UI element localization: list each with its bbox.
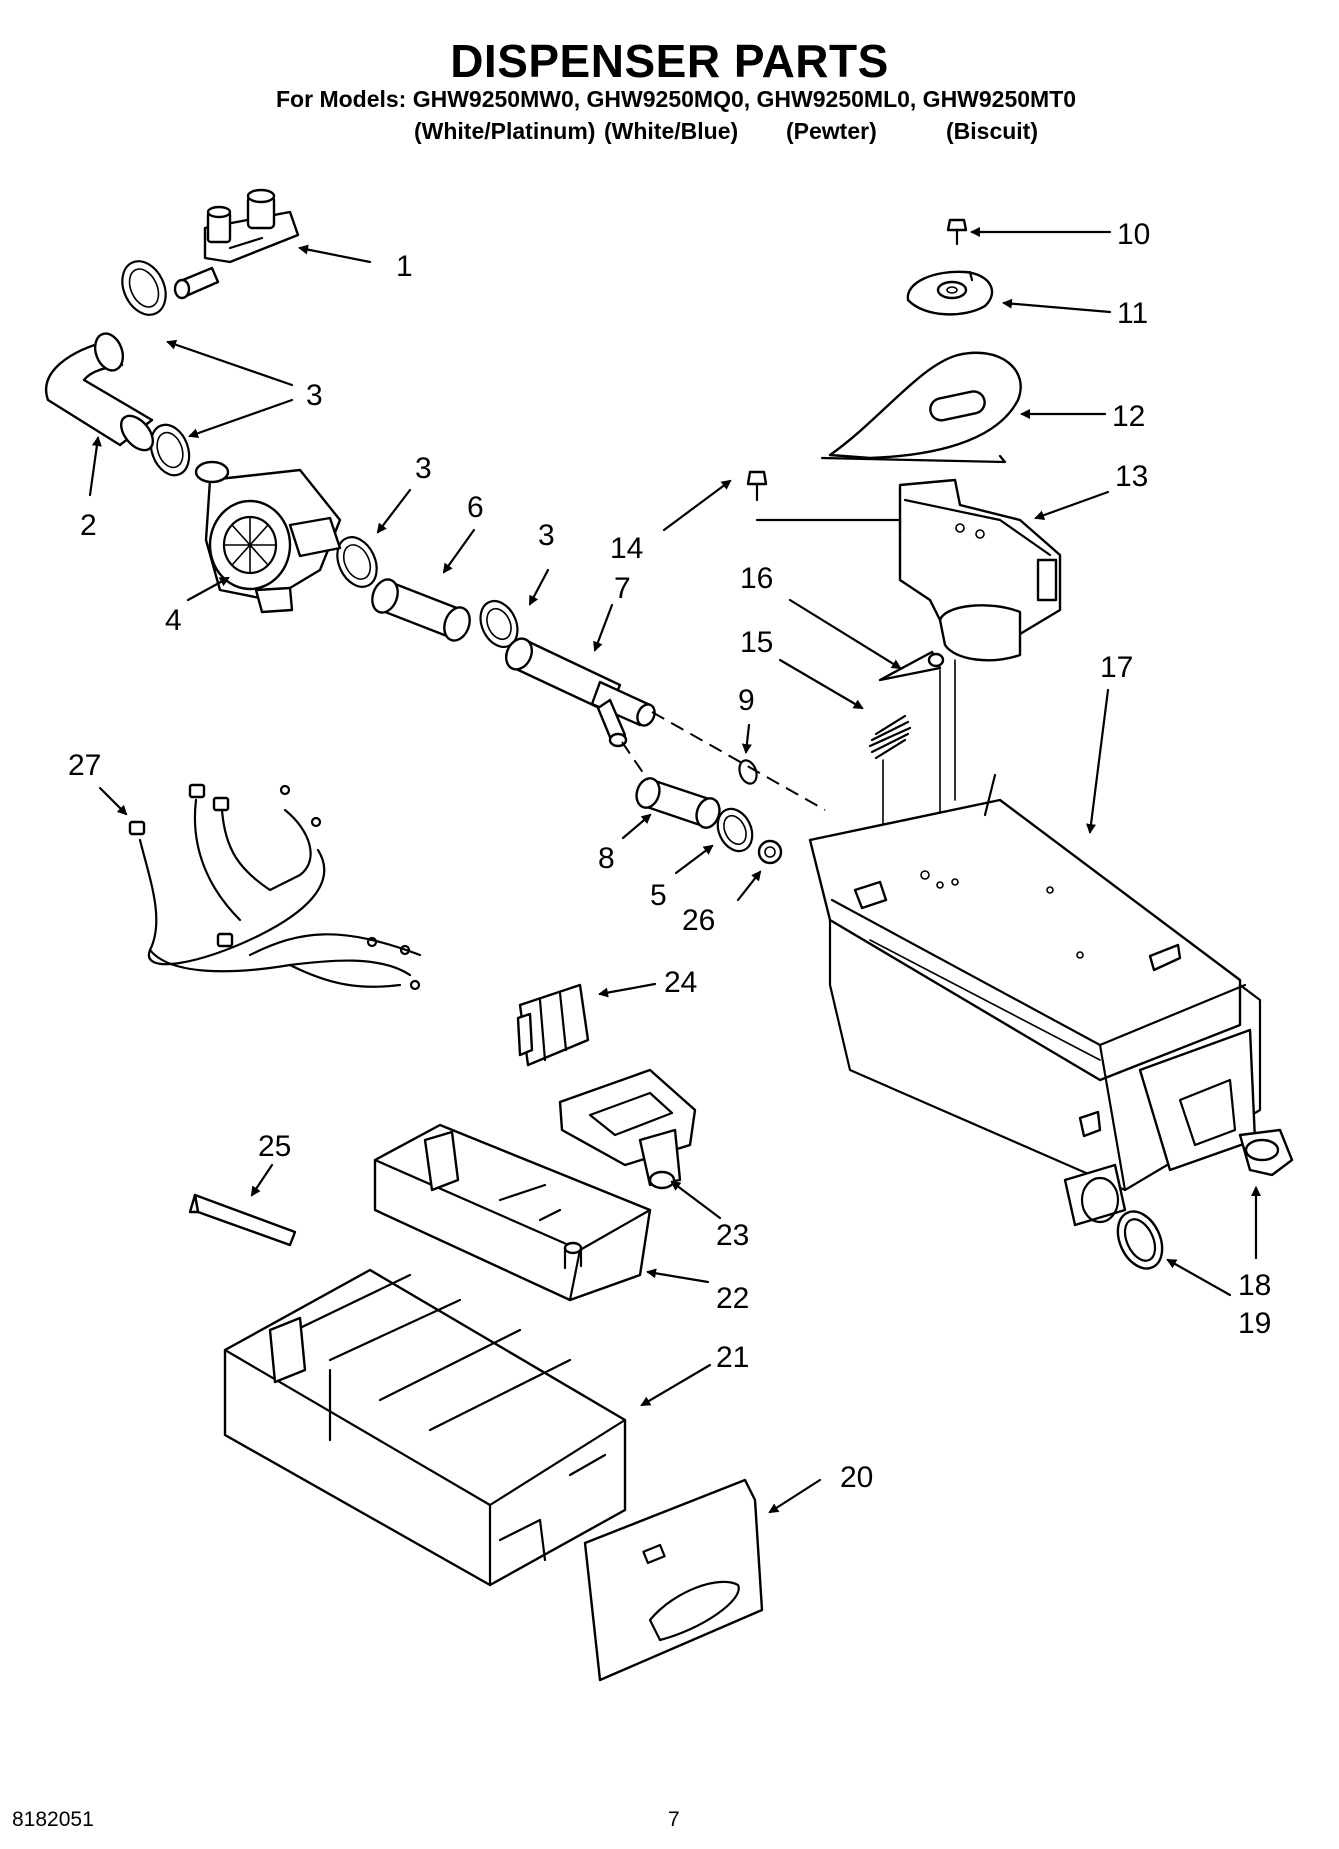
callout-5: 5 xyxy=(650,879,667,912)
callout-1: 1 xyxy=(396,250,413,283)
callout-2: 2 xyxy=(80,509,97,542)
models-line: For Models: GHW9250MW0, GHW9250MQ0, GHW9… xyxy=(276,86,1077,112)
page-title: DISPENSER PARTS xyxy=(450,35,889,87)
chute-part-23 xyxy=(558,1068,697,1190)
callout-15: 15 xyxy=(740,626,773,659)
pump-part-4 xyxy=(194,460,342,614)
spring-part-15 xyxy=(868,714,912,760)
inlet-hose-part-2 xyxy=(45,332,155,452)
front-panel-part-20 xyxy=(583,1478,764,1682)
screw-part-10 xyxy=(946,218,968,246)
lever-part-16 xyxy=(878,650,945,682)
callout-25: 25 xyxy=(258,1130,291,1163)
callout-6: 6 xyxy=(467,491,484,524)
callout-21: 21 xyxy=(716,1341,749,1374)
hose-clamp-part-5 xyxy=(716,807,754,853)
assembly-line-a xyxy=(651,711,826,811)
o-ring-part-9 xyxy=(738,759,758,785)
callout-14: 14 xyxy=(610,532,643,565)
motor-bracket-part-13 xyxy=(898,478,1062,662)
callout-3-b: 3 xyxy=(415,452,432,485)
callout-10: 10 xyxy=(1117,218,1150,251)
tube-part-8 xyxy=(635,777,721,829)
water-valve-part-1 xyxy=(173,188,300,300)
hose-clamp-part-3-b xyxy=(149,423,191,477)
screw-part-14 xyxy=(746,470,902,532)
callout-17: 17 xyxy=(1100,651,1133,684)
lever-part-25 xyxy=(188,1193,297,1247)
color-variant-biscuit: (Biscuit) xyxy=(946,118,1038,144)
callout-12: 12 xyxy=(1112,400,1145,433)
callout-4: 4 xyxy=(165,604,182,637)
callout-9: 9 xyxy=(738,684,755,717)
callout-11: 11 xyxy=(1117,297,1148,330)
actuator-part-18 xyxy=(1238,1128,1294,1177)
hose-clamp-part-3-a xyxy=(121,260,167,316)
color-variant-white-blue: (White/Blue) xyxy=(604,118,739,144)
callout-16: 16 xyxy=(740,562,773,595)
assembly-line-b xyxy=(621,741,649,781)
leader-lines xyxy=(88,227,1261,1514)
callout-18: 18 xyxy=(1238,1269,1271,1302)
drawer-part-21 xyxy=(223,1268,627,1587)
wire-harness-part-27 xyxy=(128,783,422,991)
hose-clamp-part-3-c xyxy=(336,536,378,588)
callout-8: 8 xyxy=(598,842,615,875)
page-number: 7 xyxy=(668,1808,680,1831)
callout-19: 19 xyxy=(1238,1307,1271,1340)
callout-7: 7 xyxy=(614,572,631,605)
callout-20: 20 xyxy=(840,1461,873,1494)
callout-23: 23 xyxy=(716,1219,749,1252)
callout-3-c: 3 xyxy=(538,519,555,552)
callout-22: 22 xyxy=(716,1282,749,1315)
bracket-part-24 xyxy=(516,983,590,1067)
tube-part-6 xyxy=(371,578,471,642)
callout-13: 13 xyxy=(1115,460,1148,493)
fitting-part-26 xyxy=(757,839,783,865)
cover-part-12 xyxy=(820,351,1022,464)
callout-3-a: 3 xyxy=(306,379,323,412)
dispenser-housing-part-17 xyxy=(808,773,1262,1227)
callout-24: 24 xyxy=(664,966,697,999)
ring-part-19 xyxy=(1116,1210,1164,1270)
tray-part-22 xyxy=(373,1123,652,1302)
color-variant-white-platinum: (White/Platinum) xyxy=(414,118,596,144)
callout-27: 27 xyxy=(68,749,101,782)
t-fitting-part-7 xyxy=(504,637,656,748)
document-number: 8182051 xyxy=(12,1808,94,1831)
cap-part-11 xyxy=(906,270,994,316)
color-variant-pewter: (Pewter) xyxy=(786,118,877,144)
callout-26: 26 xyxy=(682,904,715,937)
